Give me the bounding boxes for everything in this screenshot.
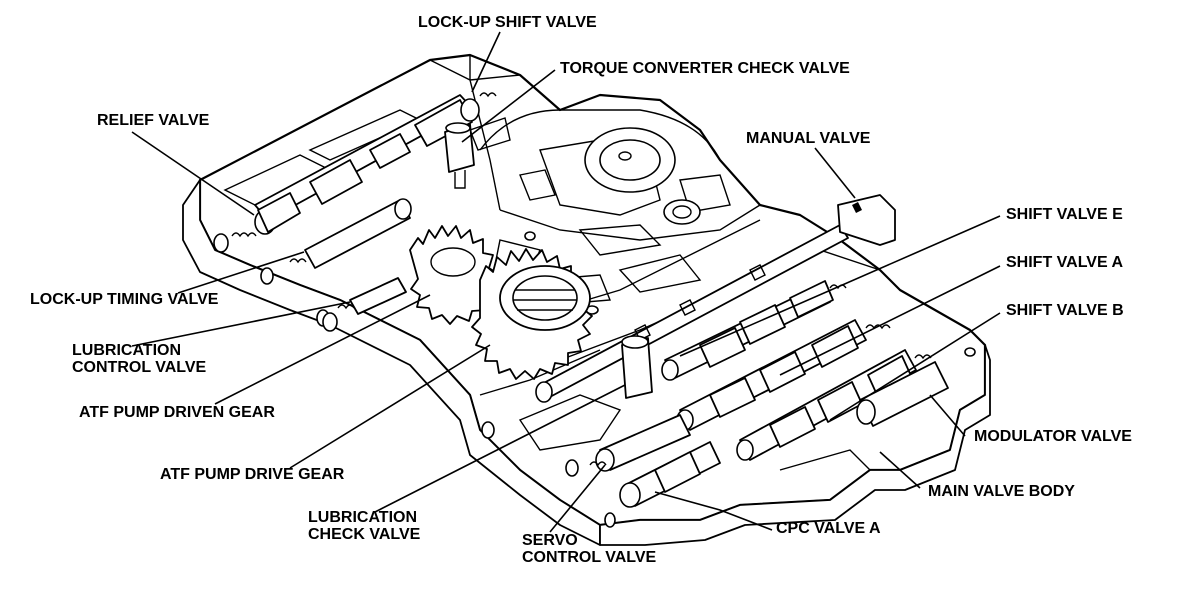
leader-lubrication-check-valve xyxy=(374,384,626,513)
leader-relief-valve xyxy=(131,131,255,216)
leader-torque-converter-check-valve xyxy=(461,69,556,143)
label-manual-valve: MANUAL VALVE xyxy=(746,130,871,147)
leader-main-valve-body xyxy=(879,451,921,489)
label-shift-valve-e: SHIFT VALVE E xyxy=(1006,206,1123,223)
label-lubrication-check-valve-line1: LUBRICATION xyxy=(308,509,418,526)
label-lubrication-control-valve-line1: LUBRICATION xyxy=(72,342,182,359)
leader-atf-pump-drive-gear xyxy=(289,344,491,469)
label-atf-pump-driven-gear: ATF PUMP DRIVEN GEAR xyxy=(79,404,275,421)
leader-shift-valve-b xyxy=(829,312,1001,421)
label-main-valve-body: MAIN VALVE BODY xyxy=(928,483,1075,500)
leader-lockup-timing-valve xyxy=(177,251,305,294)
leader-atf-pump-driven-gear xyxy=(214,294,431,405)
leader-servo-control-valve xyxy=(549,464,606,533)
label-cpc-valve-a: CPC VALVE A xyxy=(776,520,881,537)
label-modulator-valve: MODULATOR VALVE xyxy=(974,428,1132,445)
label-relief-valve: RELIEF VALVE xyxy=(97,112,210,129)
label-servo-control-valve-line1: SERVO xyxy=(522,532,578,549)
label-lubrication-control-valve-line2: CONTROL VALVE xyxy=(72,359,207,376)
leader-manual-valve xyxy=(814,147,856,199)
leader-lines xyxy=(131,31,1001,533)
label-lockup-shift-valve: LOCK-UP SHIFT VALVE xyxy=(418,14,597,31)
leader-shift-valve-a xyxy=(779,265,1001,376)
upper-valve-train xyxy=(231,92,497,332)
label-shift-valve-a: SHIFT VALVE A xyxy=(1006,254,1124,271)
leader-modulator-valve xyxy=(929,394,966,437)
atf-pump-gears xyxy=(409,225,593,380)
label-torque-converter-check-valve: TORQUE CONVERTER CHECK VALVE xyxy=(560,60,850,77)
label-atf-pump-drive-gear: ATF PUMP DRIVE GEAR xyxy=(160,466,345,483)
leader-lubrication-control-valve xyxy=(131,301,351,347)
leader-shift-valve-e xyxy=(679,215,1001,357)
leader-lockup-shift-valve xyxy=(471,31,501,93)
label-lubrication-check-valve-line2: CHECK VALVE xyxy=(308,526,421,543)
label-servo-control-valve-line2: CONTROL VALVE xyxy=(522,549,657,566)
leader-cpc-valve-a xyxy=(654,491,773,531)
main-valve-body-casting xyxy=(182,53,991,546)
label-shift-valve-b: SHIFT VALVE B xyxy=(1006,302,1124,319)
label-lockup-timing-valve: LOCK-UP TIMING VALVE xyxy=(30,291,219,308)
